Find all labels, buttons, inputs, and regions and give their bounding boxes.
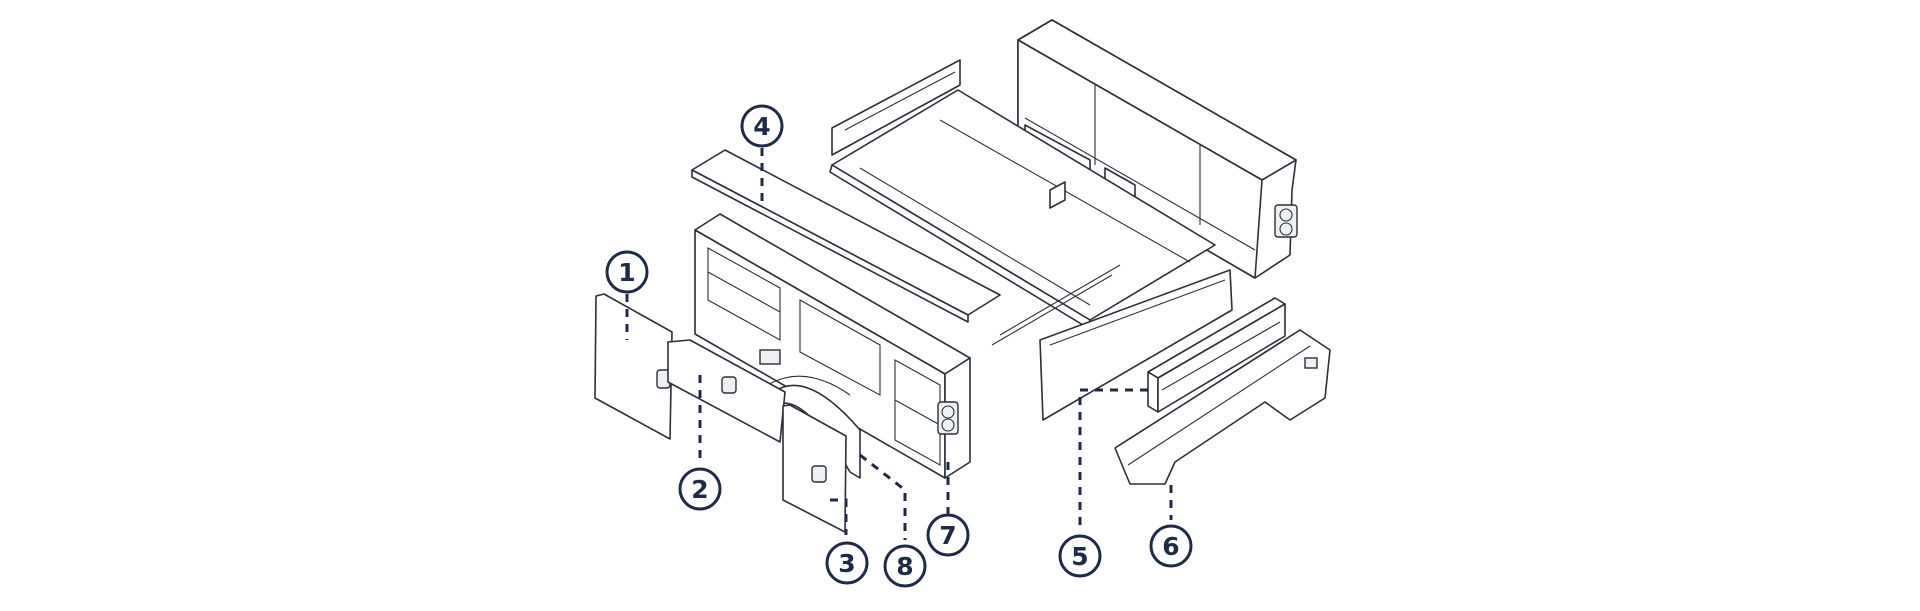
rear-bumper [1114, 329, 1331, 485]
callout-7: 7 [926, 513, 970, 557]
wheel-well-arch [764, 384, 861, 479]
body-floor-platform [829, 59, 1216, 346]
callout-6: 6 [1149, 524, 1193, 568]
rear-step-bar [1147, 297, 1286, 413]
callout-1: 1 [605, 250, 649, 294]
callout-3-number: 3 [838, 549, 855, 578]
callout-1-number: 1 [618, 258, 635, 287]
rear-panel [1039, 269, 1233, 421]
front-compartment-cabinet [1017, 19, 1298, 279]
callout-8-number: 8 [896, 552, 913, 581]
leader-lines [625, 148, 1173, 540]
side-body-frame [694, 213, 971, 479]
callout-3: 3 [825, 541, 869, 585]
callout-7-number: 7 [939, 521, 956, 550]
callout-5: 5 [1058, 534, 1102, 578]
callout-4: 4 [740, 104, 784, 148]
callout-2: 2 [678, 467, 722, 511]
leader-8 [859, 453, 907, 540]
callout-4-number: 4 [753, 112, 770, 141]
callout-6-number: 6 [1162, 532, 1179, 561]
compartment-door-1 [594, 293, 673, 440]
top-panel [691, 149, 1001, 323]
leader-5 [1078, 388, 1148, 530]
callout-5-number: 5 [1071, 542, 1088, 571]
callout-2-number: 2 [691, 475, 708, 504]
leader-3 [830, 498, 848, 535]
callout-8: 8 [883, 544, 927, 588]
